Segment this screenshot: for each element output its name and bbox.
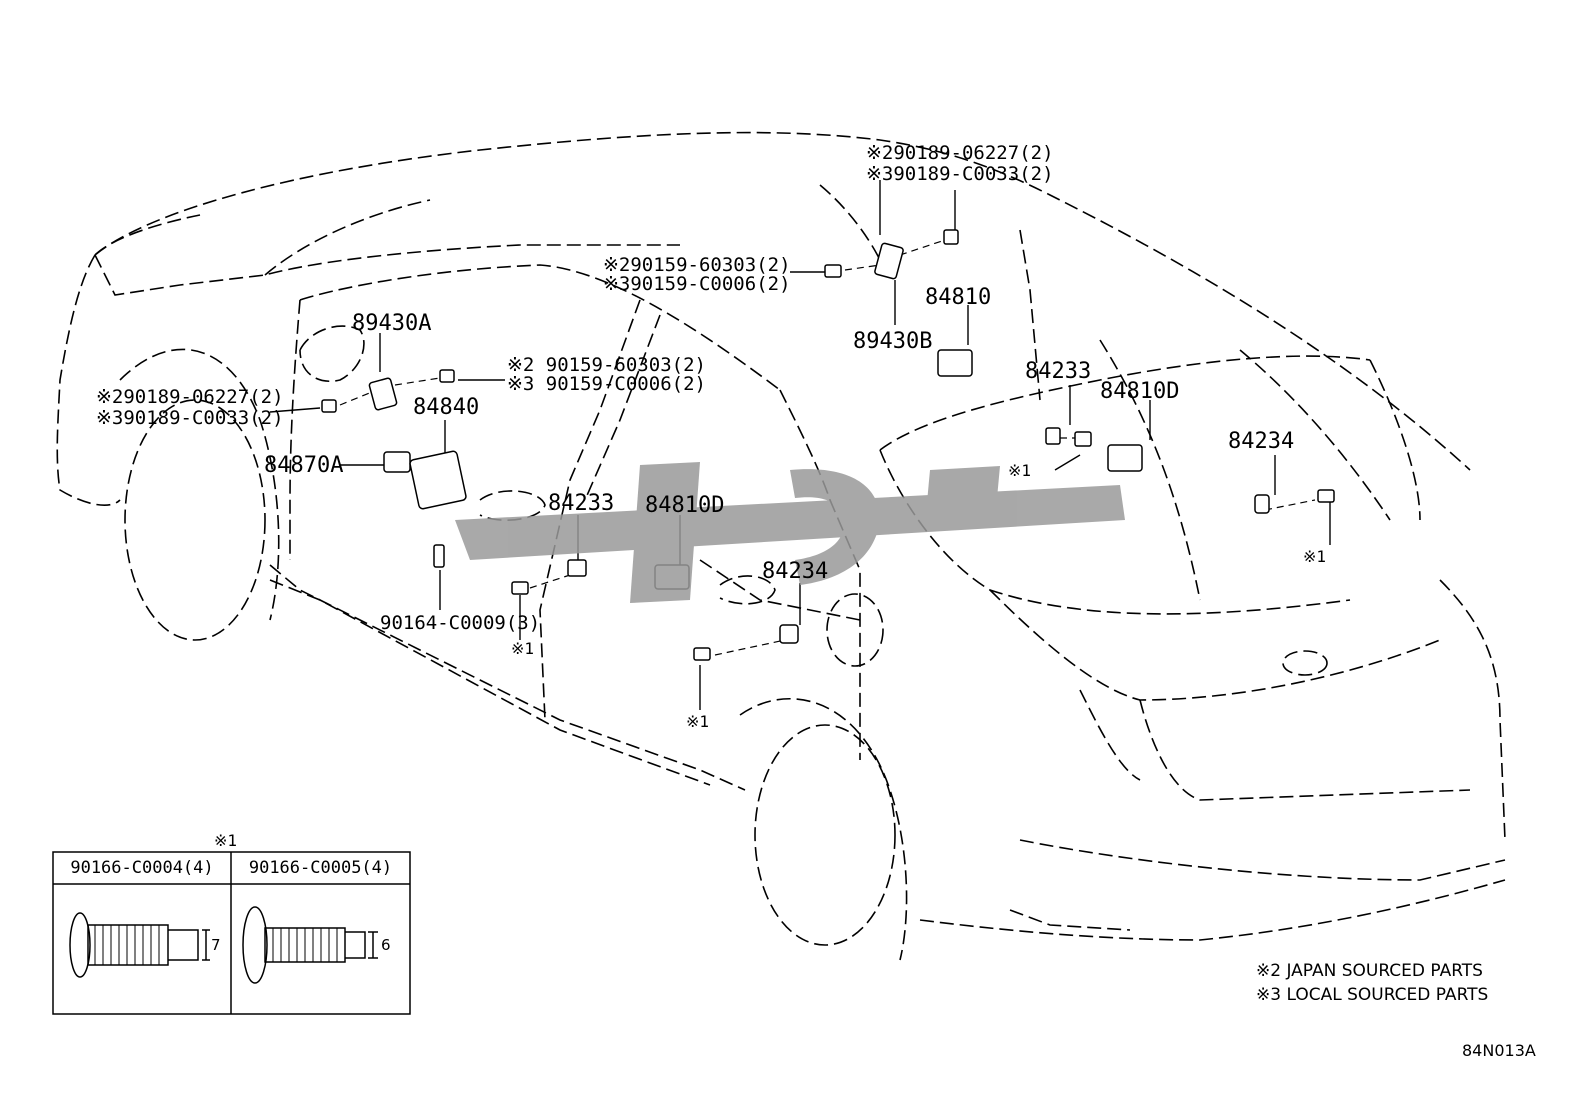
screw-left-lower [321, 399, 337, 413]
note-japan-sourced: ※2 JAPAN SOURCED PARTS [1256, 961, 1483, 981]
label-84810D-rear: 84810D [1100, 379, 1180, 404]
mark1-rear-84233: ※1 [1008, 461, 1032, 480]
screw-mid-84233 [511, 581, 529, 595]
label-84840: 84840 [413, 395, 480, 420]
switch-84810 [937, 349, 973, 377]
mark1-mid-84233: ※1 [511, 639, 535, 658]
clip-84233-mid [567, 559, 587, 577]
label-84233-rear: 84233 [1025, 359, 1092, 384]
screw-rear-84233 [1074, 431, 1092, 447]
inset-mark1: ※1 [214, 831, 238, 850]
label-90164-bolt: 90164-C0009(3) [380, 612, 541, 634]
label-89430B: 89430B [853, 329, 933, 354]
label-left-japan-90159: ※2 90159-60303(2) [507, 354, 706, 376]
clip-84233-rear [1045, 427, 1061, 445]
fastener-dash-lines [339, 239, 1316, 656]
screw-top [824, 264, 842, 278]
clip-84234-mid [779, 624, 799, 644]
label-left-local-90189: ※390189-C0033(2) [96, 407, 284, 429]
nut-top [943, 229, 959, 245]
sensor-89430B [874, 242, 904, 280]
bolt-90164 [433, 544, 445, 568]
screw-left-upper [439, 369, 455, 383]
label-84810: 84810 [925, 285, 992, 310]
label-84233-mid: 84233 [548, 491, 615, 516]
screw-mid-84234 [693, 647, 711, 661]
label-top-local-90189: ※390189-C0033(2) [866, 163, 1054, 185]
label-84870A: 84870A [264, 453, 344, 478]
label-left-japan-90189: ※290189-06227(2) [96, 386, 284, 408]
mark1-mid-84234: ※1 [686, 712, 710, 731]
inset-part-90166-C0004: 90166-C0004(4) [70, 858, 214, 878]
label-84234-rear: 84234 [1228, 429, 1295, 454]
thread-hatching [94, 925, 338, 965]
switch-84810D-rear [1107, 444, 1143, 472]
inset-dim-6: 6 [381, 936, 391, 954]
inset-part-90166-C0005: 90166-C0005(4) [248, 858, 393, 878]
note-local-sourced: ※3 LOCAL SOURCED PARTS [1256, 985, 1489, 1005]
watermark-logo [455, 462, 1125, 603]
switch-84870A [383, 451, 411, 473]
diagram-code: 84N013A [1462, 1041, 1536, 1060]
screw-rear-84234 [1317, 489, 1335, 503]
fastener-detail-inset [52, 851, 411, 1015]
inset-dim-7: 7 [211, 936, 221, 954]
label-left-local-90159: ※3 90159-C0006(2) [507, 373, 706, 395]
clip-84234-rear [1254, 494, 1270, 514]
label-top-japan-90189: ※290189-06227(2) [866, 142, 1054, 164]
label-top-local-90159: ※390159-C0006(2) [603, 273, 791, 295]
mark1-rear-84234: ※1 [1303, 547, 1327, 566]
label-84810D-mid: 84810D [645, 493, 725, 518]
label-89430A: 89430A [352, 311, 432, 336]
switch-84840 [409, 450, 467, 510]
label-84234-mid: 84234 [762, 559, 829, 584]
components [321, 229, 1335, 661]
sensor-89430A [368, 377, 398, 411]
label-top-japan-90159: ※290159-60303(2) [603, 254, 791, 276]
